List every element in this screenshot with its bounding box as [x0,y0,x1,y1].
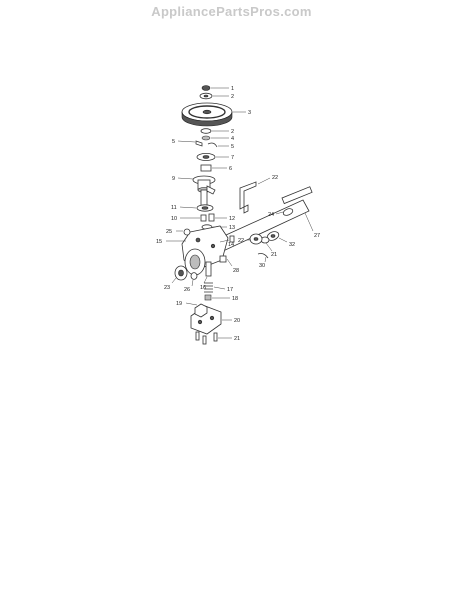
part-plug-25 [176,228,191,236]
part-bushing [200,164,227,172]
callout-2: 2 [231,94,234,100]
callout-16: 16 [200,285,206,291]
part-shaft-16 [203,261,212,284]
part-bolt-21 [195,331,232,345]
part-shift-bracket-19 [185,302,198,306]
part-detent-18 [204,294,230,301]
callout-22: 22 [272,175,278,181]
part-axle-27 [281,186,314,232]
callout-4: 4 [231,136,234,142]
part-washer-top [199,92,229,100]
callout-12: 12 [229,216,235,222]
part-pin-12 [208,213,227,222]
callout-2: 2 [231,129,234,135]
part-shaft-upper [200,185,216,207]
callout-5: 5 [172,139,175,145]
callout-11: 11 [171,205,177,211]
part-washer-mid [200,128,229,134]
part-seal-26 [190,272,198,287]
part-vent-14 [219,235,235,243]
part-seal-24 [275,208,294,216]
callout-6: 6 [229,166,232,172]
callout-23: 23 [164,285,170,291]
callout-19: 19 [176,301,182,307]
part-bearing-23 [171,265,188,284]
callout-32: 32 [289,242,295,248]
callout-24: 24 [268,212,274,218]
part-key-left [177,140,203,147]
callout-26: 26 [184,287,190,293]
callout-7: 7 [231,155,234,161]
callout-14: 14 [228,242,234,248]
callout-18: 18 [232,296,238,302]
callout-21: 21 [234,336,240,342]
callout-5: 5 [231,144,234,150]
part-pin-28 [219,255,233,267]
callout-13: 13 [229,225,235,231]
part-spacer [201,135,229,141]
part-shift-assembly-20 [190,303,232,335]
callout-25: 25 [166,229,172,235]
callout-9: 9 [172,176,175,182]
part-spring-17 [204,282,226,293]
callout-20: 20 [234,318,240,324]
callout-1: 1 [231,86,234,92]
callout-15: 15 [156,239,162,245]
part-clip [207,142,229,148]
part-bracket [239,177,271,214]
part-pin-10 [180,214,207,222]
callout-30: 30 [259,263,265,269]
callout-21: 21 [271,252,277,258]
part-nut-top [201,85,229,91]
part-bearing-11 [179,204,214,212]
callout-28: 28 [233,268,239,274]
part-collar [196,152,229,161]
callout-3: 3 [248,110,251,116]
callout-27: 27 [314,233,320,239]
part-clip-30 [257,253,269,263]
part-pulley [181,102,246,127]
callout-10: 10 [171,216,177,222]
callout-22: 22 [238,238,244,244]
callout-17: 17 [227,287,233,293]
watermark: AppliancePartsPros.com [151,4,312,19]
part-gear-22 [247,233,263,245]
